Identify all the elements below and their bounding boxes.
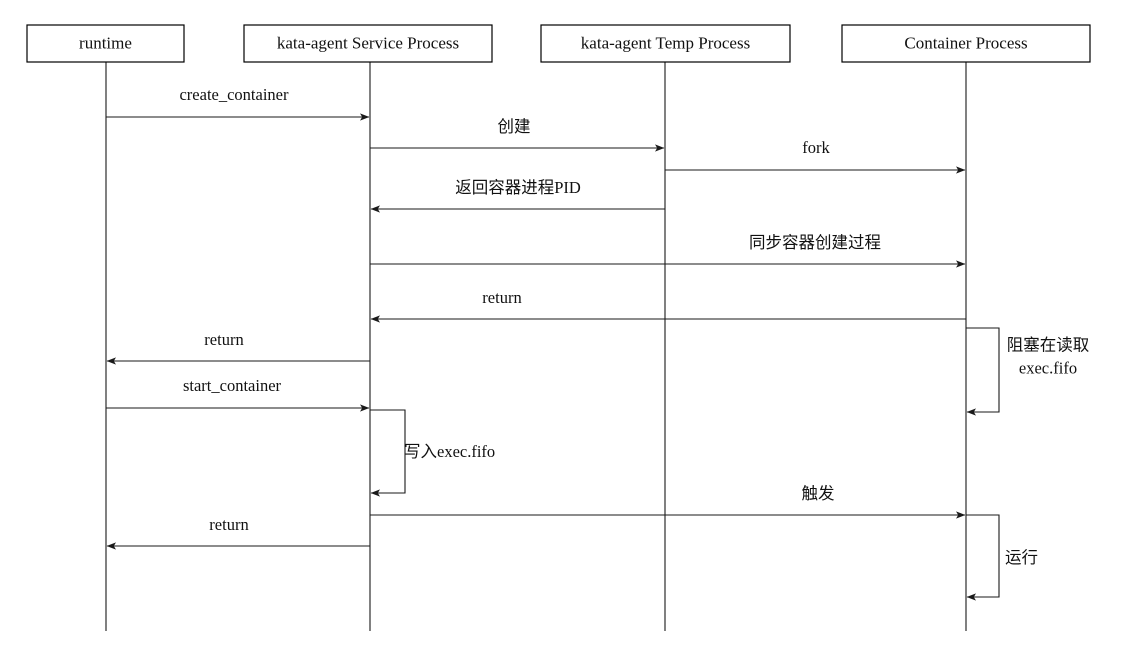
message-label-4: 同步容器创建过程 (749, 233, 881, 252)
messages-group: create_container 创建 fork 返回容器进程PID 同步容器创建过程 r… (106, 85, 966, 550)
message-label-6: return (204, 330, 243, 349)
actor-label-container: Container Process (904, 33, 1027, 52)
message-label-1: 创建 (498, 117, 531, 136)
self-call-label-container-2-0: 运行 (1005, 548, 1038, 567)
actor-label-service: kata-agent Service Process (277, 33, 459, 52)
actor-box-service[interactable] (243, 24, 493, 63)
self-call-container-1 (966, 327, 1000, 416)
actor-box-container[interactable] (841, 24, 1091, 63)
actor-box-temp[interactable] (540, 24, 791, 63)
message-label-8: 触发 (802, 484, 835, 503)
actors-group: runtime kata-agent Service Process kata-ag… (26, 24, 1091, 63)
lifelines-group (105, 62, 967, 631)
self-call-service-0 (370, 409, 406, 497)
self-call-container-2 (966, 514, 1000, 601)
message-label-7: start_container (183, 376, 282, 395)
message-label-5: return (482, 288, 521, 307)
message-label-3: 返回容器进程PID (455, 178, 581, 197)
message-label-2: fork (802, 138, 830, 157)
actor-box-runtime[interactable] (26, 24, 185, 63)
message-label-0: create_container (179, 85, 289, 104)
self-call-label-container-1-1: exec.fifo (1019, 359, 1077, 378)
actor-label-temp: kata-agent Temp Process (581, 33, 750, 52)
self-call-label-container-1-0: 阻塞在读取 (1007, 336, 1090, 355)
self-calls-group: 写入exec.fifo 阻塞在读取 exec.fifo 运行 (370, 327, 1090, 601)
message-label-9: return (209, 515, 248, 534)
self-call-label-service-0-0: 写入exec.fifo (404, 442, 495, 461)
actor-label-runtime: runtime (79, 33, 132, 52)
